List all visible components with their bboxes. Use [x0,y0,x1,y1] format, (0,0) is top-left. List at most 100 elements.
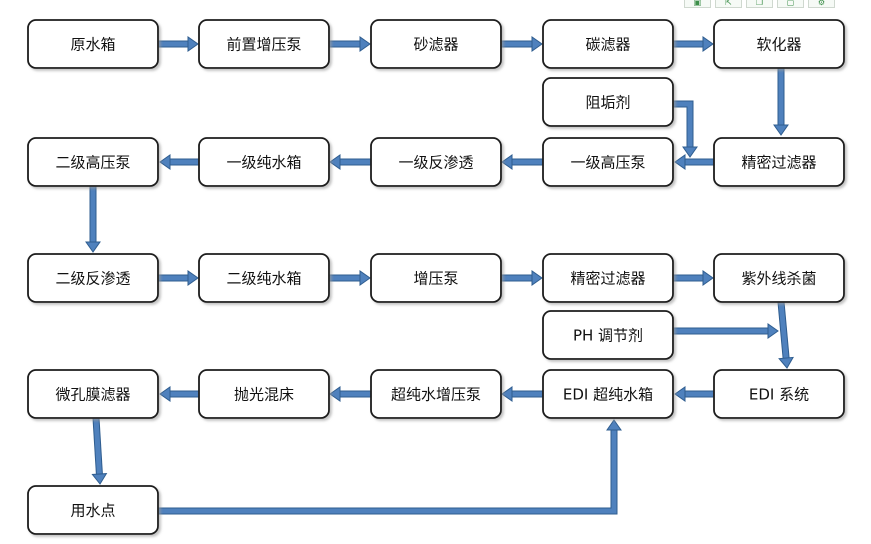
node-label: 一级纯水箱 [226,154,301,172]
node-n6: 阻垢剂 [542,77,674,127]
node-n18: 微孔膜滤器 [27,369,159,419]
node-n17: PH 调节剂 [542,310,674,360]
node-label: 砂滤器 [413,36,458,54]
pointer-icon[interactable]: ⇱ [715,0,742,8]
node-label: 二级反渗透 [55,270,130,288]
node-label: 一级高压泵 [570,154,645,172]
edge-n3-to-n4 [501,36,543,52]
node-label: 用水点 [70,502,115,520]
node-n15: 精密过滤器 [542,253,674,303]
node-box [198,19,330,69]
node-n23: 用水点 [27,485,159,535]
node-label: 阻垢剂 [585,94,630,112]
node-label: 精密过滤器 [741,154,816,172]
node-n8: 一级纯水箱 [198,137,330,187]
node-box [27,19,159,69]
node-n4: 碳滤器 [542,19,674,69]
node-n12: 二级反渗透 [27,253,159,303]
node-label: 微孔膜滤器 [55,386,130,404]
node-label: 增压泵 [413,270,458,288]
node-label: EDI 超纯水箱 [563,386,653,404]
node-box [542,369,674,419]
edge-n7-to-n12 [85,186,101,253]
window-icon[interactable]: ▢ [777,0,804,8]
node-box [27,485,159,535]
node-n2: 前置增压泵 [198,19,330,69]
node-box [713,253,845,303]
node-box [542,77,674,127]
edge-n21-to-n20 [501,386,543,402]
node-label: 前置增压泵 [226,36,301,54]
edges [85,36,794,515]
node-box [713,19,845,69]
node-n20: 超纯水增压泵 [370,369,502,419]
edge-n18-to-n23 [91,417,108,485]
node-label: 一级反渗透 [398,154,473,172]
node-box [27,253,159,303]
node-box [542,310,674,360]
node-n10: 一级高压泵 [542,137,674,187]
edge-n23-to-n21 [158,419,622,515]
node-box [370,19,502,69]
node-n21: EDI 超纯水箱 [542,369,674,419]
node-label: 软化器 [756,36,801,54]
edge-n22-to-n21 [674,386,714,402]
node-box [370,253,502,303]
node-box [27,137,159,187]
node-label: 原水箱 [70,36,115,54]
copy-icon[interactable]: ❐ [746,0,773,8]
node-n11: 精密过滤器 [713,137,845,187]
node-box [542,253,674,303]
edge-n10-to-n9 [501,154,543,170]
settings-icon[interactable]: ⚙ [808,0,835,8]
node-n22: EDI 系统 [713,369,845,419]
edge-n4-to-n5 [673,36,714,52]
node-box [542,19,674,69]
node-label: 碳滤器 [585,36,630,54]
node-box [713,137,845,187]
edge-n14-to-n15 [501,270,543,286]
node-label: 二级高压泵 [55,154,130,172]
node-n9: 一级反渗透 [370,137,502,187]
node-n13: 二级纯水箱 [198,253,330,303]
node-box [542,137,674,187]
edge-n16-to-n22 [777,301,794,369]
node-box [370,369,502,419]
edge-n13-to-n14 [329,270,371,286]
edge-n11-to-n10 [674,154,714,170]
edge-n17-to-n22 [673,323,779,339]
edge-n12-to-n13 [158,270,199,286]
edge-n1-to-n2 [158,36,199,52]
edge-n9-to-n8 [329,154,371,170]
edge-n5-to-n11 [773,68,789,136]
node-n5: 软化器 [713,19,845,69]
node-label: PH 调节剂 [573,327,643,345]
edge-n6-to-n10 [673,100,698,158]
sheet-icon[interactable]: ▣ [684,0,711,8]
node-box [198,369,330,419]
node-label: 超纯水增压泵 [391,386,481,404]
top-toolbar: ▣ ⇱ ❐ ▢ ⚙ [684,0,854,10]
node-box [713,369,845,419]
node-n3: 砂滤器 [370,19,502,69]
node-box [198,137,330,187]
node-box [370,137,502,187]
node-box [198,253,330,303]
edge-n19-to-n18 [159,386,199,402]
edge-n2-to-n3 [329,36,371,52]
node-label: 抛光混床 [234,386,294,404]
node-label: 紫外线杀菌 [741,270,816,288]
node-label: 精密过滤器 [570,270,645,288]
node-label: EDI 系统 [749,386,809,404]
node-label: 二级纯水箱 [226,270,301,288]
edge-n15-to-n16 [673,270,714,286]
node-n16: 紫外线杀菌 [713,253,845,303]
node-n14: 增压泵 [370,253,502,303]
node-n19: 抛光混床 [198,369,330,419]
edge-n20-to-n19 [329,386,371,402]
node-n1: 原水箱 [27,19,159,69]
node-box [27,369,159,419]
edge-n8-to-n7 [159,154,199,170]
